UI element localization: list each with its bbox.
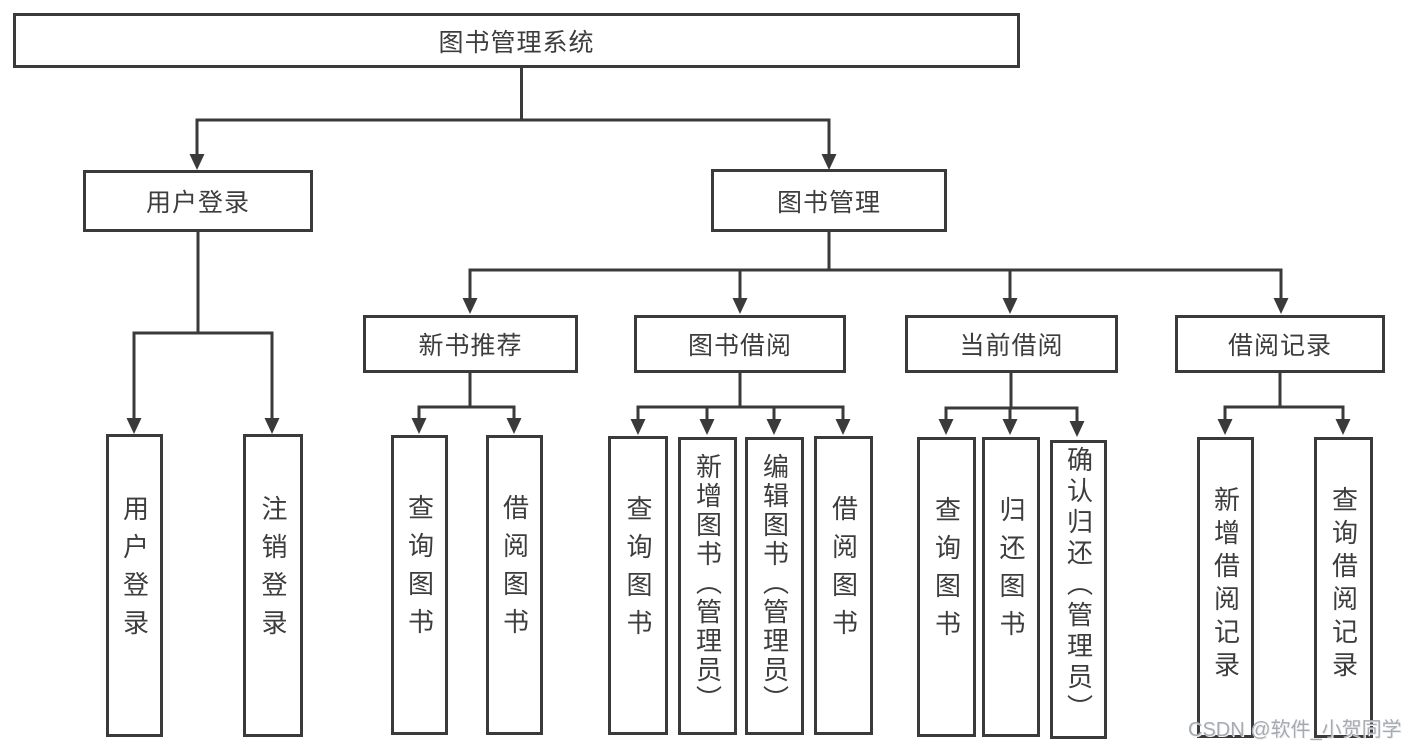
connector-line	[417, 373, 516, 419]
node-current-borrowing-label: 当前借阅	[959, 332, 1064, 360]
leaf-edit-book-admin-label: 编辑图书（管理员）	[759, 452, 790, 714]
leaf-user-login: 用户登录	[106, 434, 163, 737]
node-book-management: 图书管理	[711, 169, 947, 232]
node-new-book-recommend-label: 新书推荐	[418, 332, 523, 360]
leaf-return-books-label: 归还图书	[996, 496, 1026, 648]
node-book-borrowing-label: 图书借阅	[687, 332, 792, 360]
connector-line	[132, 232, 274, 419]
node-borrowing-records-label: 借阅记录	[1227, 332, 1332, 360]
leaf-edit-book-admin: 编辑图书（管理员）	[745, 437, 804, 735]
connector-line	[468, 232, 1283, 299]
leaf-query-books-recommend-label: 查询图书	[404, 494, 435, 646]
node-user-login-label: 用户登录	[145, 189, 250, 217]
connector-current-borrowing-to-children	[938, 373, 1085, 437]
arrowhead-icon	[462, 298, 478, 314]
leaf-query-borrow-record: 查询借阅记录	[1314, 437, 1373, 738]
node-user-login: 用户登录	[83, 170, 313, 232]
arrowhead-icon	[766, 419, 782, 435]
leaf-query-books-current: 查询图书	[917, 437, 976, 737]
arrowhead-icon	[189, 154, 205, 170]
leaf-logout-label: 注销登录	[258, 494, 288, 647]
connector-line	[1223, 373, 1345, 420]
connector-user-login-to-children	[126, 232, 280, 434]
node-root: 图书管理系统	[13, 13, 1020, 68]
leaf-borrow-books-recommend-label: 借阅图书	[499, 494, 530, 646]
connector-new-book-recommend-to-children	[411, 373, 522, 434]
arrowhead-icon	[506, 418, 522, 434]
node-current-borrowing: 当前借阅	[905, 315, 1118, 373]
arrowhead-icon	[630, 419, 646, 435]
leaf-borrow-books-recommend: 借阅图书	[486, 435, 543, 735]
arrowhead-icon	[264, 418, 280, 434]
arrowhead-icon	[1002, 419, 1018, 435]
connector-borrowing-records-to-children	[1217, 373, 1351, 435]
node-book-management-label: 图书管理	[776, 188, 881, 217]
node-new-book-recommend: 新书推荐	[363, 315, 578, 373]
connector-book-borrowing-to-children	[630, 373, 851, 435]
connector-line	[195, 66, 831, 155]
leaf-add-book-admin: 新增图书（管理员）	[678, 437, 737, 735]
leaf-return-books: 归还图书	[982, 437, 1040, 737]
leaf-query-books-borrowing-label: 查询图书	[623, 494, 653, 647]
leaf-query-borrow-record-label: 查询借阅记录	[1328, 485, 1359, 684]
leaf-query-books-borrowing: 查询图书	[608, 436, 668, 735]
leaf-user-login-label: 用户登录	[119, 494, 150, 647]
connector-root-to-branches	[189, 66, 837, 170]
arrowhead-icon	[126, 418, 142, 434]
connector-line	[636, 373, 845, 420]
leaf-add-borrow-record: 新增借阅记录	[1197, 437, 1254, 738]
leaf-logout: 注销登录	[243, 434, 303, 737]
leaf-confirm-return-admin-label: 确认归还（管理员）	[1063, 446, 1094, 725]
arrowhead-icon	[821, 154, 837, 170]
arrowhead-icon	[1069, 421, 1085, 437]
leaf-add-borrow-record-label: 新增借阅记录	[1210, 485, 1241, 684]
leaf-borrow-books-borrowing-label: 借阅图书	[828, 494, 859, 647]
connector-line	[944, 373, 1079, 421]
leaf-add-book-admin-label: 新增图书（管理员）	[692, 452, 723, 714]
node-root-label: 图书管理系统	[438, 28, 595, 57]
leaf-confirm-return-admin: 确认归还（管理员）	[1050, 440, 1107, 739]
connector-book-management-to-groups	[462, 232, 1289, 314]
leaf-query-books-current-label: 查询图书	[931, 496, 962, 648]
arrowhead-icon	[835, 419, 851, 435]
csdn-watermark: CSDN @软件_小贺同学	[1188, 719, 1402, 741]
leaf-borrow-books-borrowing: 借阅图书	[814, 436, 873, 735]
node-borrowing-records: 借阅记录	[1175, 315, 1385, 373]
arrowhead-icon	[1273, 298, 1289, 314]
arrowhead-icon	[699, 419, 715, 435]
arrowhead-icon	[732, 298, 748, 314]
arrowhead-icon	[938, 419, 954, 435]
arrowhead-icon	[1335, 419, 1351, 435]
arrowhead-icon	[1002, 298, 1018, 314]
arrowhead-icon	[1217, 419, 1233, 435]
arrowhead-icon	[411, 418, 427, 434]
leaf-query-books-recommend: 查询图书	[391, 435, 448, 735]
node-book-borrowing: 图书借阅	[634, 315, 846, 373]
